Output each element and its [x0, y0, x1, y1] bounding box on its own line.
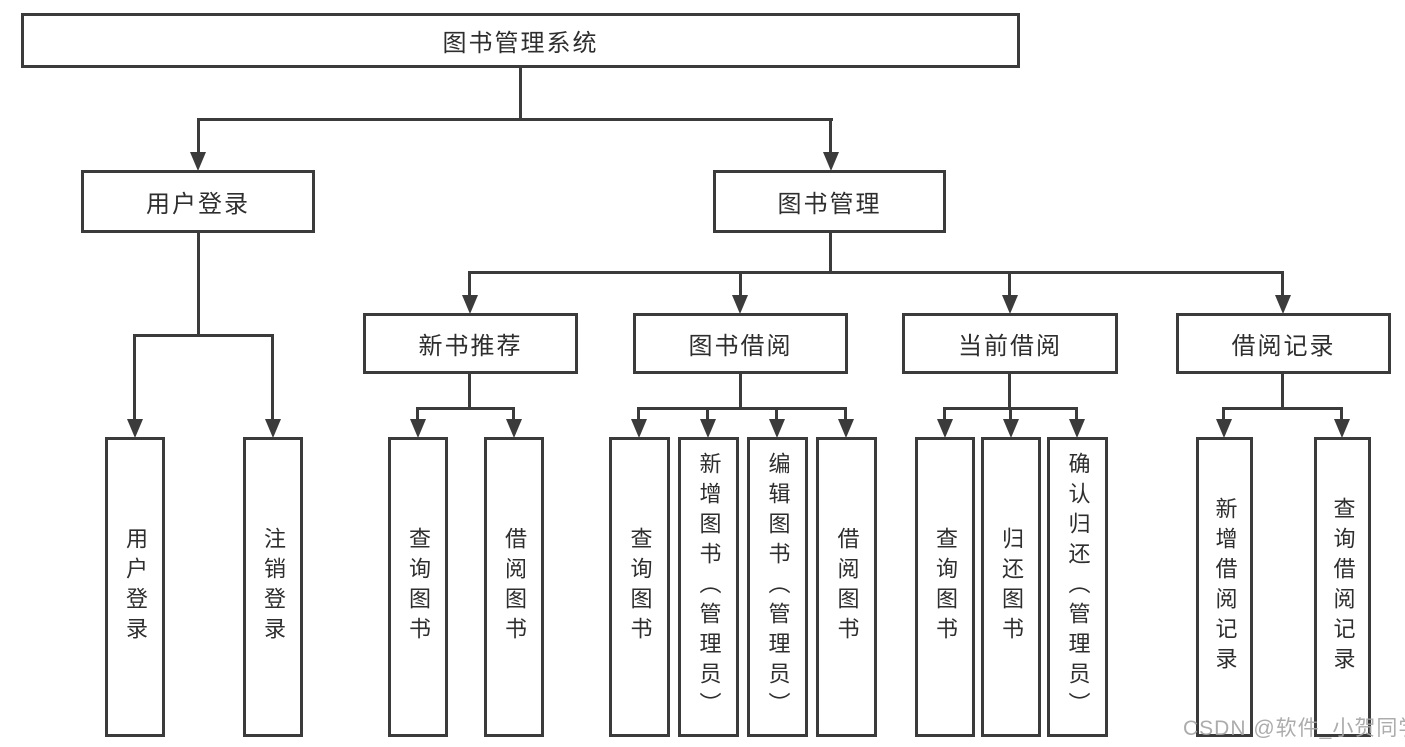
leaf-query-books-current: 查询图书 [915, 437, 975, 737]
connector-hline [197, 118, 833, 121]
arrow-down-icon [631, 419, 647, 438]
connector-shaft [512, 407, 515, 423]
connector-shaft [271, 334, 274, 422]
connector-hline [468, 271, 1284, 274]
arrow-down-icon [1334, 419, 1350, 438]
arrow-down-icon [1003, 419, 1019, 438]
connector-hline [416, 407, 515, 410]
connector-hline [1222, 407, 1343, 410]
arrow-down-icon [1275, 295, 1291, 314]
arrow-down-icon [823, 152, 839, 171]
connector-stem [1008, 374, 1011, 410]
leaf-query-borrow-record: 查询借阅记录 [1314, 437, 1371, 737]
node-borrowing-records: 借阅记录 [1176, 313, 1391, 374]
connector-stem [468, 374, 471, 410]
node-new-book-recommendation: 新书推荐 [363, 313, 578, 374]
connector-shaft [829, 118, 832, 154]
leaf-edit-books-admin: 编辑图书（管理员） [747, 437, 808, 737]
connector-shaft [1075, 407, 1078, 423]
connector-stem [197, 233, 200, 337]
leaf-confirm-return-admin: 确认归还（管理员） [1047, 437, 1108, 737]
leaf-return-books: 归还图书 [981, 437, 1041, 737]
arrow-down-icon [265, 419, 281, 438]
connector-shaft [844, 407, 847, 423]
node-book-management: 图书管理 [713, 170, 946, 233]
arrow-down-icon [732, 295, 748, 314]
csdn-watermark: CSDN @软件_小贺同学 [1183, 717, 1405, 740]
connector-shaft [416, 407, 419, 423]
leaf-user-login: 用户登录 [105, 437, 165, 737]
arrow-down-icon [127, 419, 143, 438]
leaf-add-borrow-record: 新增借阅记录 [1196, 437, 1253, 737]
arrow-down-icon [937, 419, 953, 438]
leaf-add-books-admin: 新增图书（管理员） [678, 437, 739, 737]
arrow-down-icon [1216, 419, 1232, 438]
arrow-down-icon [462, 295, 478, 314]
arrow-down-icon [410, 419, 426, 438]
connector-shaft [637, 407, 640, 423]
connector-shaft [739, 271, 742, 297]
leaf-logout: 注销登录 [243, 437, 303, 737]
connector-shaft [706, 407, 709, 423]
connector-shaft [197, 118, 200, 154]
arrow-down-icon [1069, 419, 1085, 438]
node-current-borrowing: 当前借阅 [902, 313, 1118, 374]
connector-shaft [943, 407, 946, 423]
connector-shaft [1008, 271, 1011, 297]
connector-stem [519, 68, 522, 121]
arrow-down-icon [506, 419, 522, 438]
leaf-borrow-books: 借阅图书 [816, 437, 877, 737]
connector-shaft [1009, 407, 1012, 423]
arrow-down-icon [1002, 295, 1018, 314]
leaf-query-books-recommend: 查询图书 [388, 437, 448, 737]
node-book-borrowing: 图书借阅 [633, 313, 848, 374]
arrow-down-icon [190, 152, 206, 171]
connector-shaft [1340, 407, 1343, 423]
connector-stem [829, 233, 832, 274]
connector-stem [1281, 374, 1284, 410]
connector-shaft [1281, 271, 1284, 297]
connector-shaft [133, 334, 136, 422]
node-library-management-system: 图书管理系统 [21, 13, 1020, 68]
connector-hline [637, 407, 847, 410]
arrow-down-icon [700, 419, 716, 438]
leaf-query-books-borrowing: 查询图书 [609, 437, 670, 737]
leaf-borrow-books-recommend: 借阅图书 [484, 437, 544, 737]
connector-hline [133, 334, 274, 337]
connector-shaft [468, 271, 471, 297]
connector-shaft [1222, 407, 1225, 423]
connector-stem [739, 374, 742, 410]
arrow-down-icon [838, 419, 854, 438]
node-user-login: 用户登录 [81, 170, 315, 233]
arrow-down-icon [769, 419, 785, 438]
connector-shaft [775, 407, 778, 423]
